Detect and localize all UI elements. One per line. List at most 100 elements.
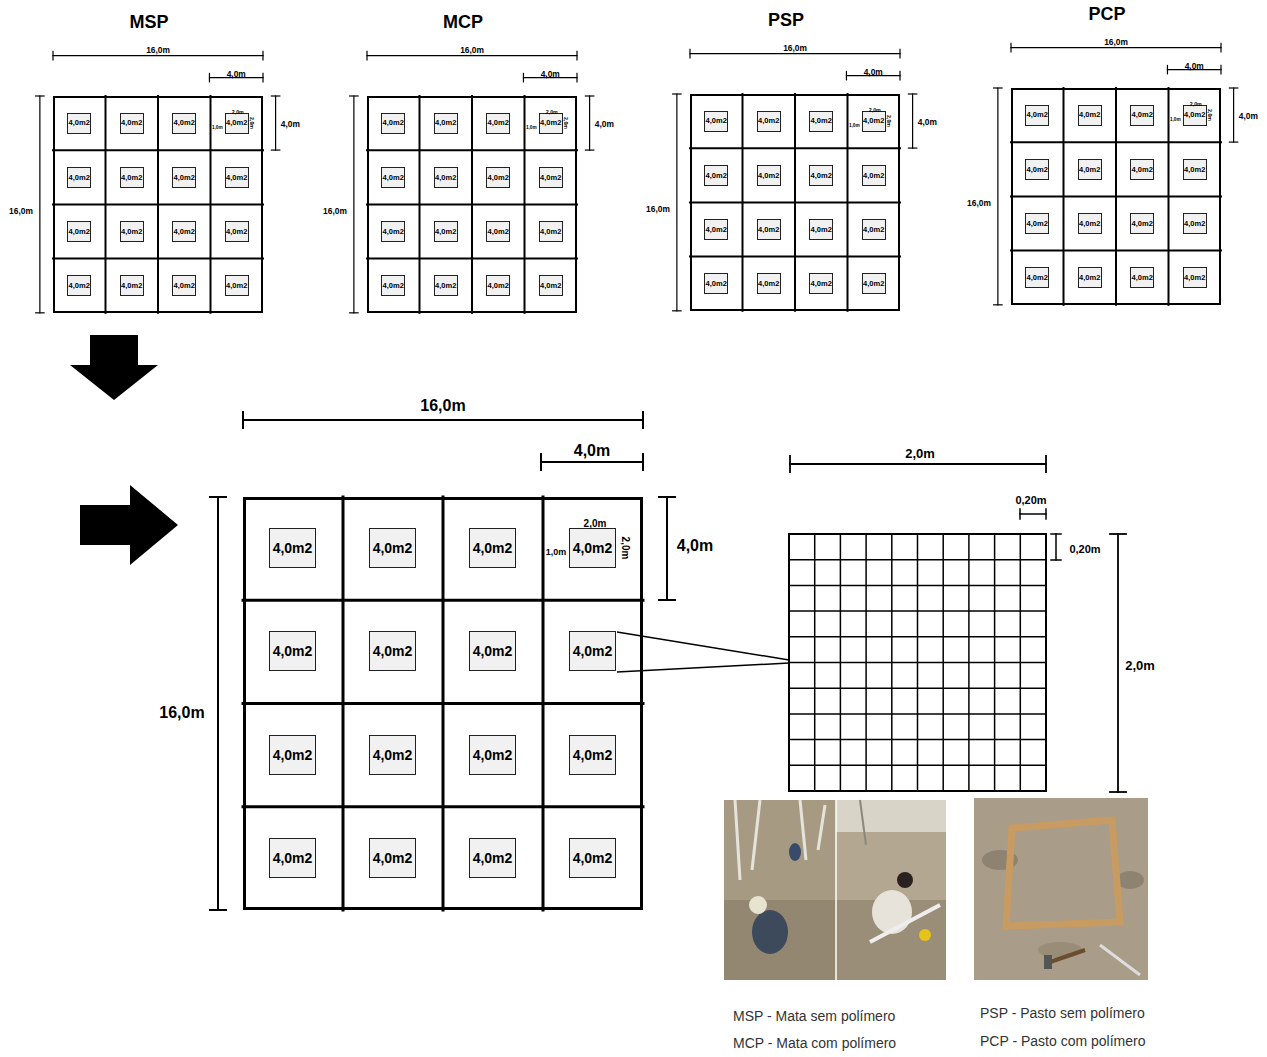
dimension-tick [1045,456,1047,472]
cell-line [53,203,263,205]
dimension-label: 4,0m [227,69,246,79]
cell-line [210,96,212,313]
dimension-label: 16,0m [9,206,33,216]
frame-photo [974,798,1148,980]
area-label: 4,0m2 [435,228,456,236]
sample-plot: 4,0m2 [120,221,144,242]
label-anchor: 16,0m [967,193,991,209]
dimension-tick [1229,141,1237,142]
cell-line [243,805,643,808]
sample-plot: 4,0m2 [569,838,617,878]
label-anchor: 4,0m [574,443,610,459]
area-label: 4,0m2 [383,174,404,182]
sample-plot: 4,0m2 [469,528,517,568]
label-anchor: 2,0m [232,101,244,117]
dimension-label: 1,0m [212,125,223,130]
area-label: 4,0m2 [758,280,779,288]
label-anchor: 2,0m [905,445,935,461]
dimension-label: 16,0m [967,198,991,208]
plot-title: PCP [1089,4,1126,24]
area-label: 4,0m2 [383,282,404,290]
area-label: 4,0m2 [540,228,561,236]
dimension-line [353,96,354,313]
person [789,843,801,861]
area-label: 4,0m2 [1079,111,1100,119]
sample-plot: 4,0m2 [120,113,144,134]
area-label: 4,0m2 [488,119,509,127]
dimension-tick [1019,509,1021,519]
dimension-label: 2,0m [1207,109,1213,121]
cell-line [1011,195,1221,197]
area-label: 4,0m2 [488,228,509,236]
area-label: 4,0m2 [174,228,195,236]
sample-plot: 4,0m2 [67,167,91,188]
dimension-tick [1220,65,1221,73]
label-anchor: 1,0m [546,542,567,558]
sample-plot: 4,0m2 [539,221,563,242]
dimension-tick [210,496,226,498]
label-anchor: 4,0m [1185,56,1204,72]
dimension-label: 4,0m [1185,61,1204,71]
dimension-tick [209,73,210,81]
sample-plot: 4,0m2 [1078,267,1102,288]
area-label: 4,0m2 [226,282,247,290]
sample-plot: 4,0m2 [434,221,458,242]
cell-line [690,256,900,258]
sample-plot: 4,0m2 [1183,213,1207,234]
area-label: 4,0m2 [473,644,513,658]
dimension-tick [271,149,279,150]
sample-plot: 4,0m2 [172,113,196,134]
label-anchor: 2,0m [247,117,263,129]
sample-plot: 4,0m2 [862,219,886,240]
sample-plot: 4,0m2 [369,631,417,671]
sample-plot: 4,0m2 [269,838,317,878]
dimension-line [217,497,219,910]
caption-text: MCP - Mata com polímero [733,1035,896,1051]
dimension-line [666,497,668,600]
label-anchor: 2,0m [1125,657,1155,673]
wooden-frame [1006,820,1120,926]
label-anchor: 16,0m [323,201,347,217]
sample-plot: 4,0m2 [757,111,781,132]
dimension-tick [689,49,690,57]
caption-text: PSP - Pasto sem polímero [980,1005,1145,1021]
sample-plot: 4,0m2 [1025,159,1049,180]
label-anchor: PCP - Pasto com polímero [980,1033,1145,1049]
label-anchor: 16,0m [146,40,170,56]
label-anchor: 2,0m [561,117,577,129]
sample-plot: 4,0m2 [1130,159,1154,180]
area-label: 4,0m2 [758,226,779,234]
dimension-label: 4,0m [595,119,614,129]
sample-plot: 4,0m2 [369,838,417,878]
plot-grid: MSP4,0m24,0m24,0m24,0m24,0m24,0m24,0m24,… [53,96,263,313]
sample-plot: 4,0m2 [381,167,405,188]
dimension-label: 2,0m [584,518,607,529]
photo-divider [835,800,837,980]
sample-plot: 4,0m2 [1025,213,1049,234]
area-label: 4,0m2 [383,228,404,236]
area-label: 4,0m2 [488,282,509,290]
label-anchor: 16,0m [420,398,465,414]
dimension-tick [366,51,367,59]
dimension-label: 4,0m [281,119,300,129]
area-label: 4,0m2 [863,226,884,234]
cell-line [243,702,643,705]
plot-grid: MCP4,0m24,0m24,0m24,0m24,0m24,0m24,0m24,… [367,96,577,313]
area-label: 4,0m2 [1132,166,1153,174]
sample-plot: 4,0m2 [1130,267,1154,288]
dimension-tick [642,412,644,428]
area-label: 4,0m2 [1027,220,1048,228]
sample-plot: 4,0m2 [809,273,833,294]
dimension-tick [659,599,675,601]
dimension-label: 16,0m [159,704,204,721]
dimension-label: 2,0m [1125,658,1155,673]
tree-trunk [860,800,866,845]
area-label: 4,0m2 [226,228,247,236]
zoom-grid-line [994,534,996,791]
dimension-label: 2,0m [869,107,881,113]
dimension-tick [576,51,577,59]
dimension-tick [789,456,791,472]
dimension-tick [1110,791,1126,793]
area-label: 4,0m2 [435,119,456,127]
area-label: 4,0m2 [121,174,142,182]
